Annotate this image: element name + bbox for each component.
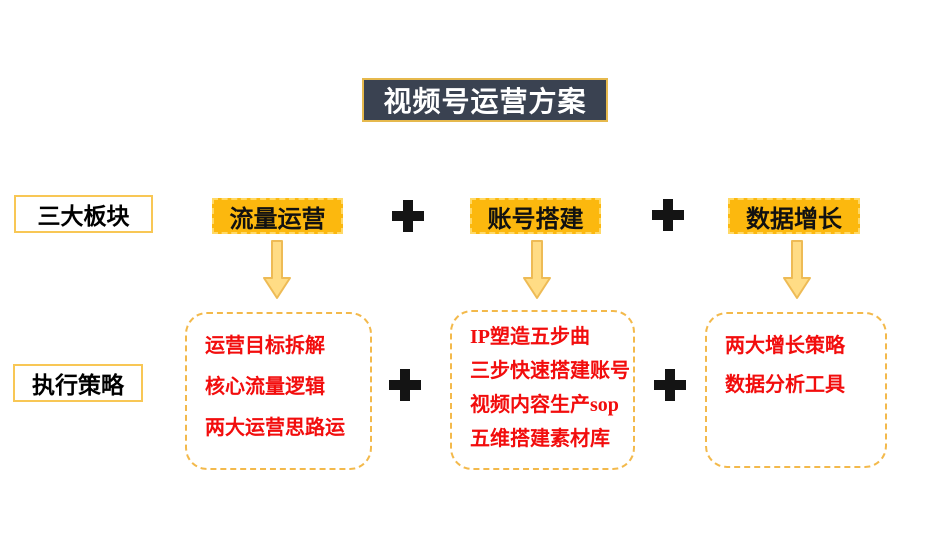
strategy-box-data-growth: 两大增长策略 数据分析工具 [705, 312, 887, 468]
down-arrow-icon [263, 240, 291, 299]
plus-icon [652, 199, 684, 231]
strategy-item: 三步快速搭建账号 [470, 360, 630, 382]
strategy-box-traffic: 运营目标拆解 核心流量逻辑 两大运营思路运 [185, 312, 372, 470]
diagram-title-box: 视频号运营方案 [362, 78, 608, 122]
strategy-item: 五维搭建素材库 [470, 428, 610, 450]
diagram-title: 视频号运营方案 [383, 86, 587, 117]
plus-icon [654, 369, 686, 401]
strategy-item: 视频内容生产sop [470, 394, 619, 416]
strategy-item: 运营目标拆解 [205, 335, 325, 357]
plus-icon [392, 200, 424, 232]
strategy-item: 核心流量逻辑 [205, 376, 325, 398]
plus-icon [389, 369, 421, 401]
section-header-data-growth: 数据增长 [728, 198, 860, 234]
strategy-box-account: IP塑造五步曲 三步快速搭建账号 视频内容生产sop 五维搭建素材库 [450, 310, 635, 470]
row-label-strategies: 执行策略 [13, 364, 143, 402]
strategy-item: 数据分析工具 [725, 374, 845, 396]
section-header-account: 账号搭建 [470, 198, 601, 234]
strategy-item: 两大增长策略 [725, 335, 845, 357]
strategy-item: 两大运营思路运 [205, 417, 345, 439]
row-label-sections: 三大板块 [14, 195, 153, 233]
strategy-item: IP塑造五步曲 [470, 326, 590, 348]
section-header-traffic: 流量运营 [212, 198, 343, 234]
down-arrow-icon [523, 240, 551, 299]
down-arrow-icon [783, 240, 811, 299]
